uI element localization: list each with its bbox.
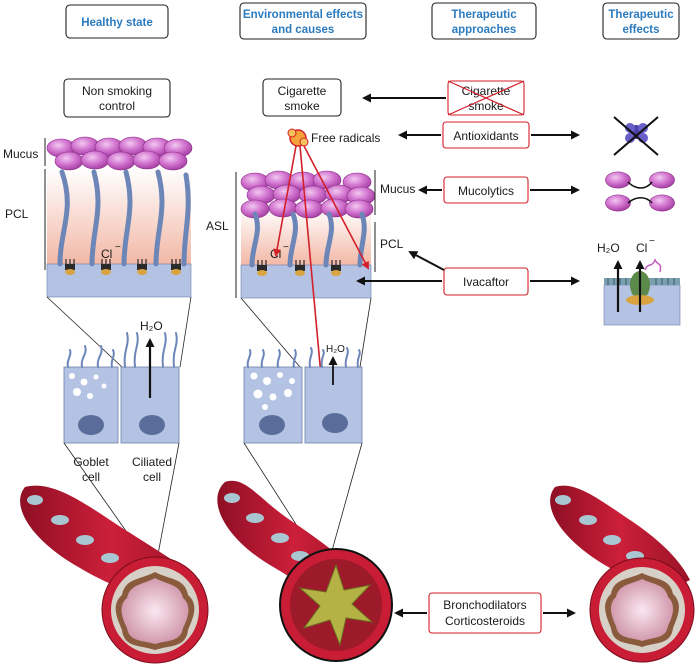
smoker-pcl-label: PCL [380, 237, 404, 251]
crossed-smoke-box: Cigarette smoke [447, 80, 525, 116]
healthy-chloride-charge: − [115, 242, 121, 253]
healthy-pcl-label: PCL [5, 207, 29, 221]
healthy-water-label: H₂O [140, 319, 163, 333]
svg-text:effects: effects [622, 24, 659, 36]
svg-text:approaches: approaches [452, 24, 517, 36]
header-healthy: Healthy state [65, 4, 169, 39]
mucolytics-box: Mucolytics [443, 176, 529, 204]
healthy-mucus-layer [46, 136, 193, 171]
header-environmental: Environmental effects and causes [239, 2, 367, 40]
effect-chloride-label: Cl [636, 241, 647, 255]
antioxidants-box: Antioxidants [442, 121, 530, 149]
effect-water-label: H₂O [597, 241, 620, 255]
ciliated-label: Ciliated [132, 455, 172, 469]
healthy-cells [63, 332, 180, 444]
healthy-chloride-label: Cl [101, 247, 112, 261]
svg-text:Therapeutic: Therapeutic [451, 9, 517, 21]
svg-text:Healthy state: Healthy state [81, 17, 153, 29]
goblet-label-line2: cell [82, 470, 100, 484]
svg-text:Corticosteroids: Corticosteroids [445, 614, 525, 628]
neutralized-radical-icon [613, 116, 659, 156]
ciliated-label-line2: cell [143, 470, 161, 484]
header-effects: Therapeutic effects [602, 2, 680, 40]
restored-channel-icon [603, 258, 681, 326]
svg-text:Therapeutic: Therapeutic [608, 9, 674, 21]
free-radicals-label: Free radicals [311, 131, 380, 145]
svg-text:control: control [99, 99, 135, 113]
ivacaftor-box: Ivacaftor [443, 267, 529, 296]
smoker-mucus-label: Mucus [380, 182, 415, 196]
smoker-airway-tube [217, 480, 393, 662]
svg-text:smoke: smoke [284, 99, 320, 113]
asl-label: ASL [206, 219, 229, 233]
svg-text:Mucolytics: Mucolytics [458, 184, 514, 198]
restored-airway-tube [550, 485, 695, 663]
cigarette-smoke-box: Cigarette smoke [262, 78, 342, 117]
svg-text:Non smoking: Non smoking [82, 84, 152, 98]
smoker-cells [243, 347, 363, 444]
smoker-zoom-lines [240, 297, 372, 368]
control-box: Non smoking control [63, 78, 171, 118]
broken-mucus-icon [605, 171, 675, 212]
svg-text:Antioxidants: Antioxidants [453, 129, 518, 143]
smoker-chloride-charge: − [283, 242, 289, 253]
svg-text:Bronchodilators: Bronchodilators [443, 598, 526, 612]
smoker-water-label: H₂O [326, 344, 345, 355]
svg-text:smoke: smoke [468, 99, 504, 113]
ivacaftor-pcl-arrow [408, 251, 445, 271]
svg-text:Cigarette: Cigarette [278, 84, 327, 98]
svg-text:Cigarette: Cigarette [462, 84, 511, 98]
header-approaches: Therapeutic approaches [431, 2, 537, 40]
healthy-airway-surface [46, 136, 193, 298]
healthy-mucus-label: Mucus [3, 147, 38, 161]
bronchodilators-box: Bronchodilators Corticosteroids [428, 592, 542, 634]
goblet-label: Goblet [73, 455, 109, 469]
effect-chloride-charge: − [649, 236, 655, 247]
healthy-airway-tube [20, 485, 209, 664]
healthy-zoom-lines [46, 296, 192, 368]
svg-text:Ivacaftor: Ivacaftor [463, 275, 509, 289]
healthy-cilia [57, 169, 191, 267]
free-radical-icon [287, 128, 309, 147]
svg-text:Environmental effects: Environmental effects [243, 9, 363, 21]
svg-text:and causes: and causes [272, 24, 335, 36]
